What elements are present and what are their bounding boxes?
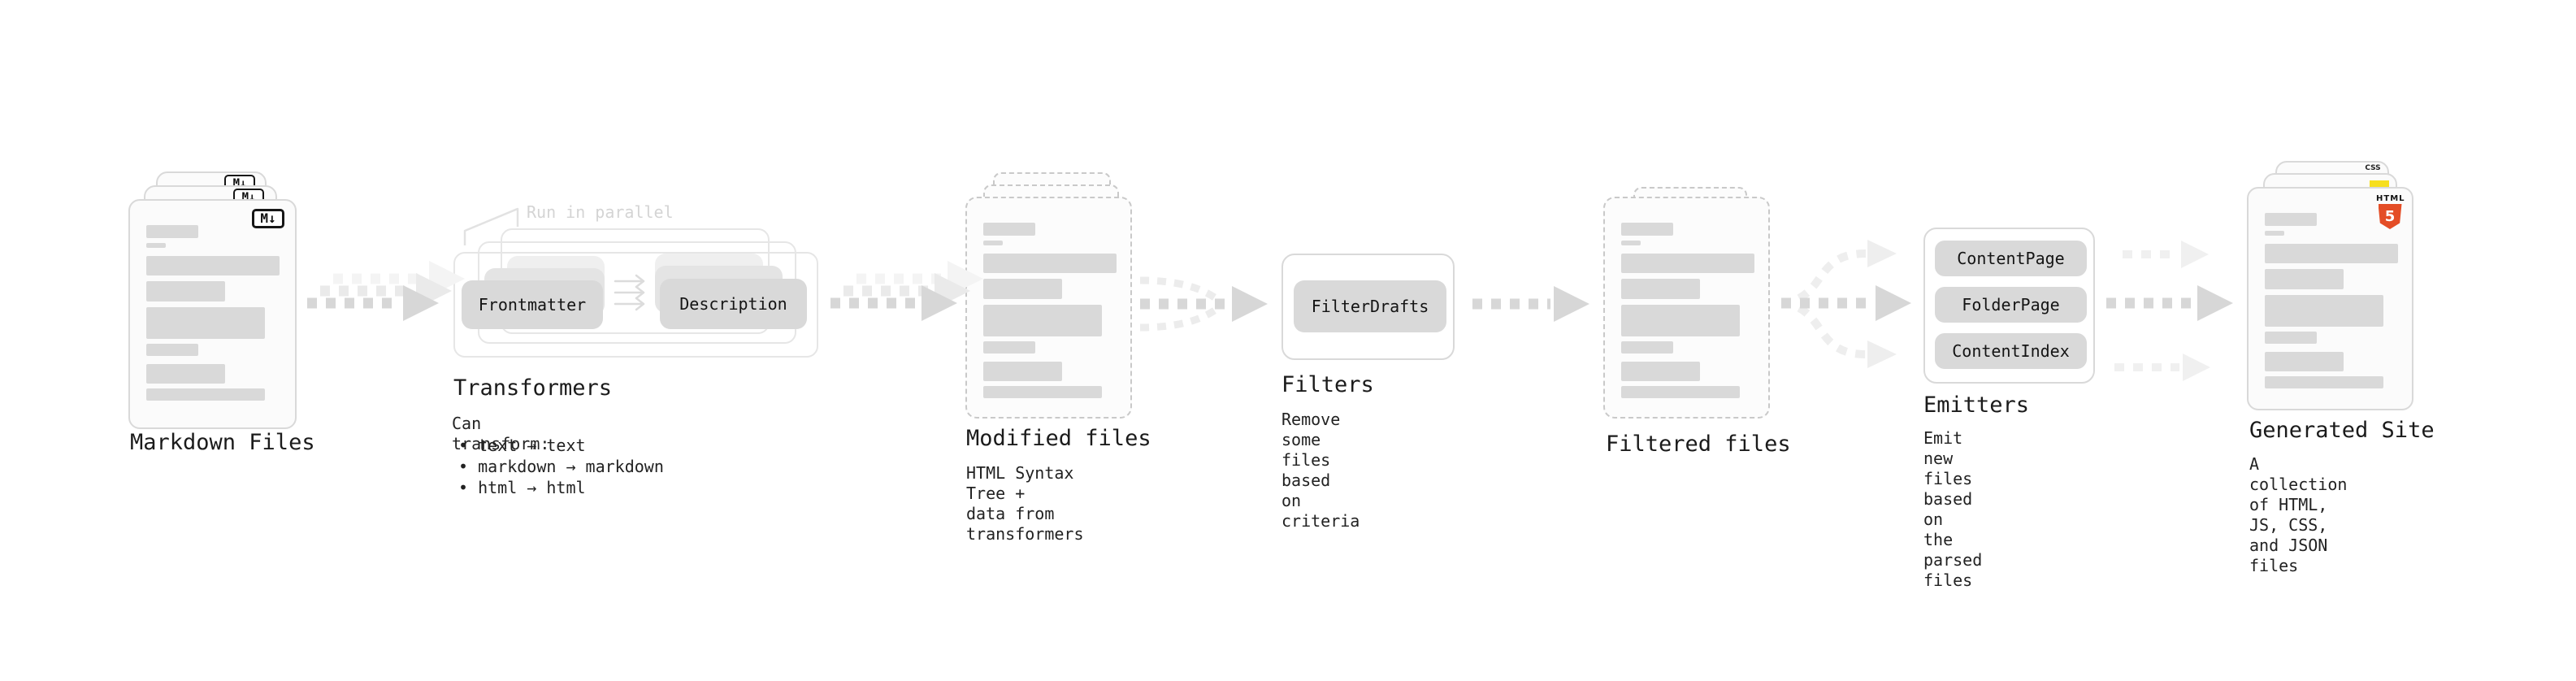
filters-desc: Remove some files based on criteria <box>1281 410 1360 531</box>
transformers-bullet: • text → text <box>458 436 586 455</box>
skeleton-line <box>2265 352 2344 371</box>
generated-site-desc: A collection of HTML, JS, CSS, and JSON … <box>2249 454 2348 575</box>
arrow-filters-to-filtered <box>1472 286 1589 322</box>
filters-label: Filters <box>1281 372 1374 397</box>
skeleton-line <box>1621 241 1641 245</box>
emitters-desc: Emit new files based on the parsed files <box>1923 428 1983 590</box>
skeleton-line <box>2265 244 2398 263</box>
skeleton-line <box>983 223 1035 236</box>
modified-files-desc: HTML Syntax Tree + data from transformer… <box>966 463 1084 544</box>
transformers-label: Transformers <box>453 375 613 401</box>
javascript-icon <box>2370 180 2389 189</box>
transformers-bullet: • html → html <box>458 478 586 497</box>
arrow-emitters-to-generated <box>2106 241 2233 381</box>
skeleton-line <box>983 241 1003 245</box>
skeleton-line <box>1621 279 1700 299</box>
skeleton-line <box>1621 341 1673 354</box>
skeleton-line <box>146 364 225 384</box>
emitters-frame: ContentPage FolderPage ContentIndex <box>1923 228 2095 384</box>
arrow-filtered-to-emitters <box>1781 240 1911 368</box>
emitters-label: Emitters <box>1923 393 2030 418</box>
transformer-node-description: Description <box>660 279 807 329</box>
emitter-node-contentpage: ContentPage <box>1935 241 2087 276</box>
skeleton-line <box>146 225 198 238</box>
filter-node-filterdrafts: FilterDrafts <box>1294 280 1446 332</box>
emitter-node-contentindex: ContentIndex <box>1935 333 2087 369</box>
skeleton-line <box>983 386 1102 398</box>
skeleton-line <box>146 243 166 248</box>
skeleton-line <box>2265 332 2317 344</box>
skeleton-line <box>146 344 198 356</box>
html5-icon: HTML 5 <box>2376 194 2405 229</box>
markdown-file-card: M↓ <box>128 199 297 429</box>
generated-card-html: HTML 5 <box>2247 187 2413 410</box>
markdown-icon: M↓ <box>252 209 284 228</box>
skeleton-line <box>983 254 1117 273</box>
transformers-bullet: • markdown → markdown <box>458 457 664 476</box>
run-in-parallel-annotation: Run in parallel <box>527 202 674 222</box>
skeleton-line <box>983 362 1062 381</box>
skeleton-line <box>146 281 225 301</box>
skeleton-line <box>2265 295 2383 327</box>
filtered-file-card <box>1603 197 1770 419</box>
arrow-modified-to-filters <box>1139 276 1268 332</box>
skeleton-line <box>1621 386 1740 398</box>
skeleton-line <box>146 256 280 275</box>
skeleton-line <box>1621 223 1673 236</box>
emitter-node-folderpage: FolderPage <box>1935 287 2087 323</box>
markdown-files-label: Markdown Files <box>130 430 315 455</box>
transformer-node-frontmatter: Frontmatter <box>462 280 603 329</box>
skeleton-line <box>983 279 1062 299</box>
filters-frame: FilterDrafts <box>1281 254 1455 360</box>
modified-files-label: Modified files <box>966 426 1151 451</box>
filtered-files-label: Filtered files <box>1606 432 1791 457</box>
transformers-desc-title: Can transform: <box>452 414 550 453</box>
modified-file-card <box>965 197 1132 419</box>
skeleton-line <box>1621 362 1700 381</box>
skeleton-line <box>983 305 1102 336</box>
skeleton-line <box>1621 305 1740 336</box>
skeleton-line <box>1621 254 1754 273</box>
skeleton-line <box>2265 376 2383 388</box>
skeleton-line <box>2265 269 2344 289</box>
generated-site-label: Generated Site <box>2249 418 2435 443</box>
arrow-transformers-to-modified <box>830 261 983 321</box>
skeleton-line <box>983 341 1035 354</box>
skeleton-line <box>2265 231 2284 236</box>
skeleton-line <box>2265 213 2317 226</box>
skeleton-line <box>146 307 265 339</box>
arrow-markdown-to-transformers <box>307 261 465 321</box>
skeleton-line <box>146 388 265 401</box>
transformer-frame-front <box>453 252 818 358</box>
